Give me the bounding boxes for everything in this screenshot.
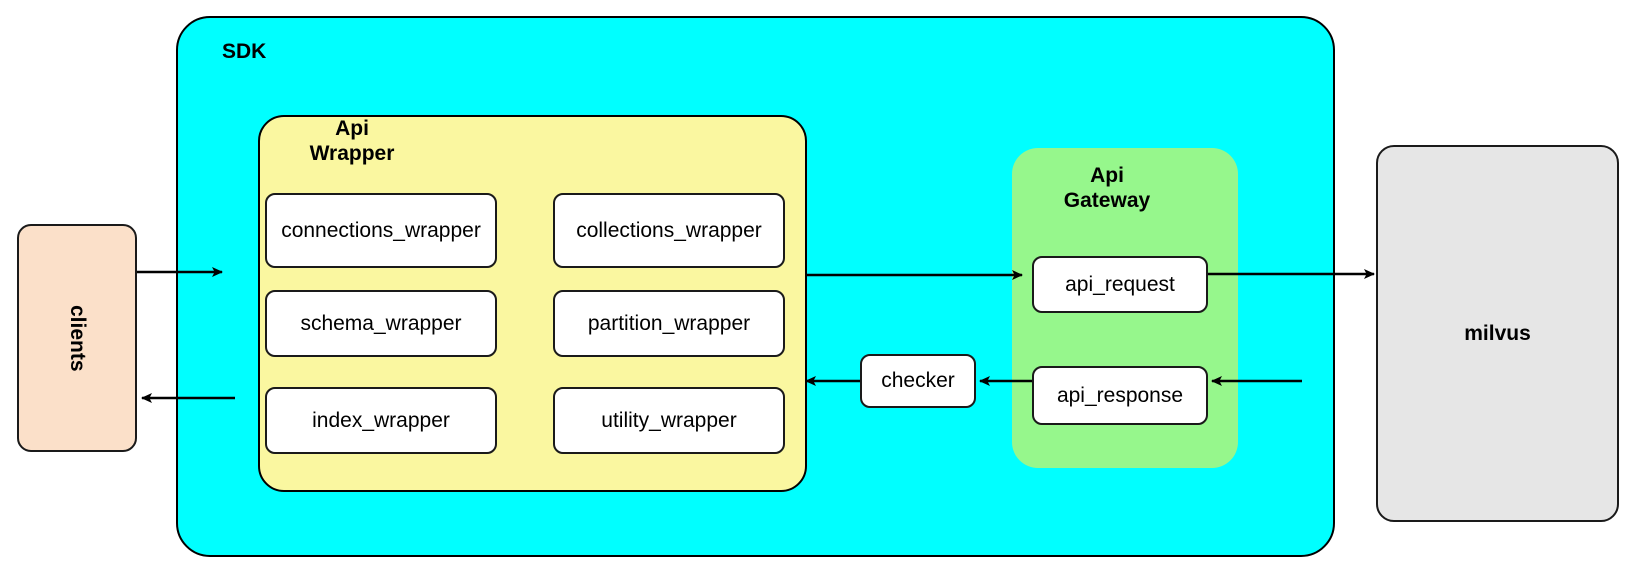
node-collections-wrapper[interactable]: collections_wrapper [553,193,785,268]
node-api-request[interactable]: api_request [1032,256,1208,313]
node-partition-wrapper[interactable]: partition_wrapper [553,290,785,357]
node-utility-wrapper[interactable]: utility_wrapper [553,387,785,454]
node-milvus[interactable]: milvus [1376,145,1619,522]
api-wrapper-label: Api Wrapper [309,117,395,165]
node-connections-wrapper[interactable]: connections_wrapper [265,193,497,268]
node-api-response[interactable]: api_response [1032,366,1208,425]
node-clients[interactable]: clients [17,224,137,452]
sdk-label: SDK [222,40,267,63]
node-index-wrapper[interactable]: index_wrapper [265,387,497,454]
api-gateway-label: Api Gateway [1063,164,1151,212]
node-clients-label: clients [66,304,89,372]
node-checker[interactable]: checker [860,354,976,408]
node-schema-wrapper[interactable]: schema_wrapper [265,290,497,357]
